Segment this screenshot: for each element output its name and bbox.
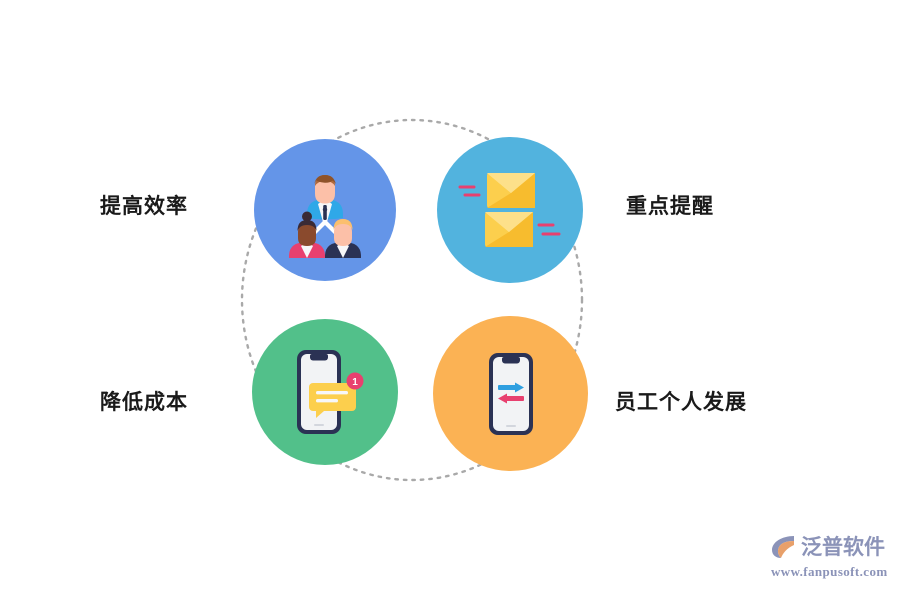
node-improve-efficiency[interactable]: [254, 139, 396, 281]
watermark-url: www.fanpusoft.com: [771, 564, 888, 579]
node-key-reminders[interactable]: [437, 137, 583, 283]
phone-transfer-icon: [488, 352, 533, 435]
node-employee-development[interactable]: [433, 316, 588, 471]
watermark-brand: 泛普软件: [801, 535, 885, 559]
envelopes-icon: [458, 173, 561, 247]
fanpu-logo-icon: [772, 536, 794, 558]
label-improve-efficiency: 提高效率: [100, 195, 188, 218]
label-reduce-costs: 降低成本: [100, 391, 188, 414]
svg-text:1: 1: [352, 377, 358, 388]
label-key-reminders: 重点提醒: [626, 195, 714, 218]
label-employee-development: 员工个人发展: [615, 391, 747, 414]
notification-badge: 1: [346, 372, 364, 390]
team-people-icon: [289, 175, 361, 258]
watermark: 泛普软件 www.fanpusoft.com: [770, 534, 888, 580]
phone-message-icon: 1: [297, 350, 364, 434]
node-reduce-costs[interactable]: 1: [252, 319, 398, 465]
